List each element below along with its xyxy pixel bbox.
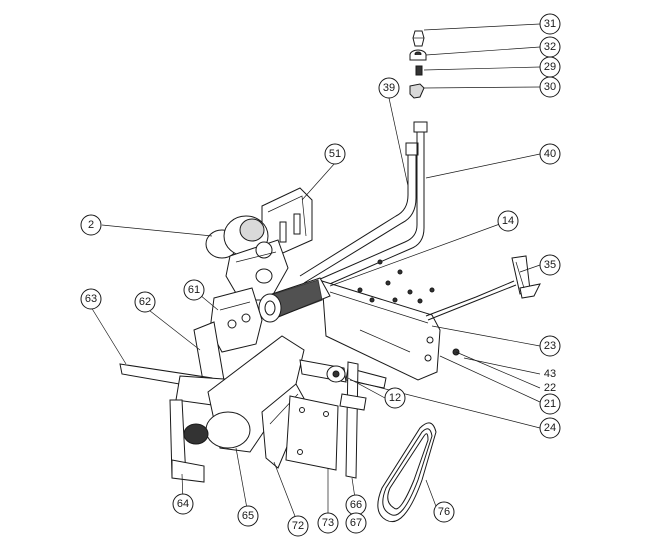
callout-67-label: 67 xyxy=(350,517,362,529)
callout-43-label: 43 xyxy=(544,368,556,380)
callout-66: 66 xyxy=(345,494,367,516)
callout-64-label: 64 xyxy=(177,498,189,510)
elbow-30 xyxy=(409,83,425,99)
callout-31-label: 31 xyxy=(544,18,556,30)
callout-35-label: 35 xyxy=(544,259,556,271)
callout-24-label: 24 xyxy=(544,422,556,434)
callout-32: 32 xyxy=(539,36,561,58)
engine-2 xyxy=(205,215,289,301)
belt-76 xyxy=(377,422,437,522)
callout-62-label: 62 xyxy=(139,296,151,308)
callout-76-label: 76 xyxy=(438,506,450,518)
callout-30-label: 30 xyxy=(544,81,556,93)
nut-29 xyxy=(415,65,423,76)
pipe-40 xyxy=(317,121,428,287)
callout-23: 23 xyxy=(539,335,561,357)
callout-21: 21 xyxy=(539,393,561,415)
callout-29: 29 xyxy=(539,56,561,78)
callout-63: 63 xyxy=(80,288,102,310)
callout-51: 51 xyxy=(324,143,346,165)
post-66 xyxy=(339,361,367,479)
callout-35: 35 xyxy=(539,254,561,276)
callout-40-label: 40 xyxy=(544,148,556,160)
callout-39: 39 xyxy=(378,77,400,99)
fitting-31 xyxy=(412,30,425,47)
callout-64: 64 xyxy=(172,493,194,515)
callout-63-label: 63 xyxy=(85,293,97,305)
callout-76: 76 xyxy=(433,501,455,523)
callout-72: 72 xyxy=(287,515,309,537)
callout-65-label: 65 xyxy=(242,510,254,522)
callout-30: 30 xyxy=(539,76,561,98)
idler-arm-12 xyxy=(299,359,387,389)
callout-31: 31 xyxy=(539,13,561,35)
callout-40: 40 xyxy=(539,143,561,165)
callout-39-label: 39 xyxy=(383,82,395,94)
plate-73 xyxy=(285,395,339,471)
callout-29-label: 29 xyxy=(544,61,556,73)
callout-24: 24 xyxy=(539,417,561,439)
callout-67: 67 xyxy=(345,512,367,534)
callout-14: 14 xyxy=(497,210,519,232)
callout-61: 61 xyxy=(183,279,205,301)
callout-12-label: 12 xyxy=(389,392,401,404)
callout-73: 73 xyxy=(317,512,339,534)
callout-14-label: 14 xyxy=(502,215,514,227)
callout-2: 2 xyxy=(80,214,102,236)
callout-61-label: 61 xyxy=(188,284,200,296)
callout-22-label: 22 xyxy=(544,382,556,394)
callout-12: 12 xyxy=(384,387,406,409)
callout-72-label: 72 xyxy=(292,520,304,532)
callout-65: 65 xyxy=(237,505,259,527)
leader-lines xyxy=(90,23,541,525)
callout-21-label: 21 xyxy=(544,398,556,410)
bracket-35 xyxy=(425,255,541,321)
callout-66-label: 66 xyxy=(350,499,362,511)
clamp-32 xyxy=(409,49,427,61)
belt-guard-65 xyxy=(183,335,305,453)
callout-51-label: 51 xyxy=(329,148,341,160)
callout-22: 22 xyxy=(544,382,556,394)
air-filter-61 xyxy=(258,277,331,323)
callout-2-label: 2 xyxy=(88,219,94,231)
callout-73-label: 73 xyxy=(322,517,334,529)
callout-23-label: 23 xyxy=(544,340,556,352)
mounting-plate-14 xyxy=(321,259,460,381)
hose-39 xyxy=(299,142,419,284)
callout-62: 62 xyxy=(134,291,156,313)
callout-43: 43 xyxy=(544,368,556,380)
callout-32-label: 32 xyxy=(544,41,556,53)
